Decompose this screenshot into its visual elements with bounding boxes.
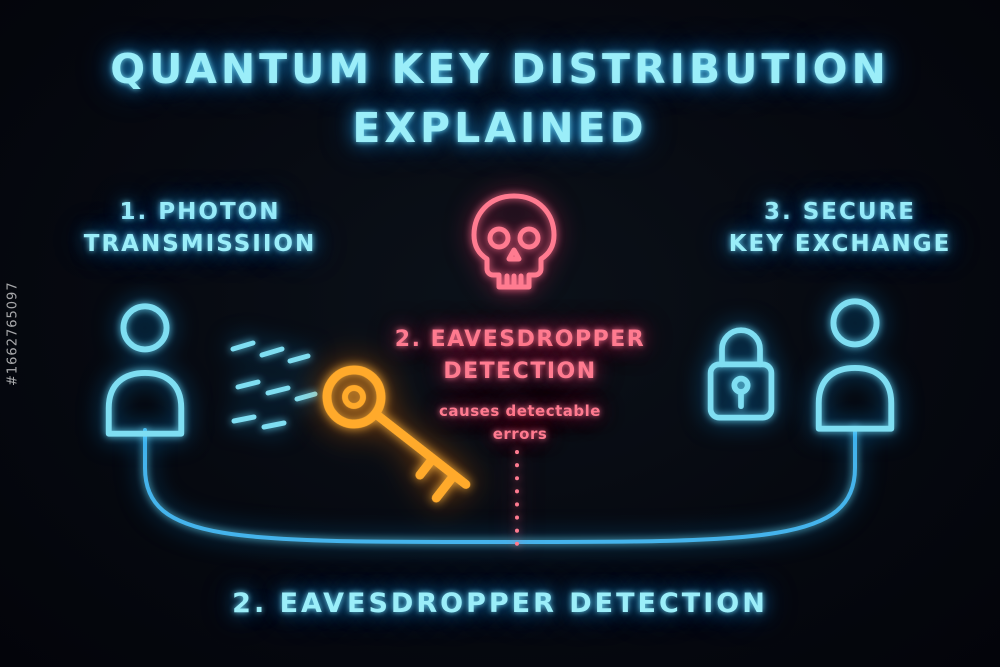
person-icon bbox=[815, 298, 895, 432]
step1-line-2: TRANSMISSIION bbox=[83, 231, 317, 258]
step2-label: 2. EAVESDROPPER DETECTION bbox=[380, 324, 660, 388]
title-line-1: QUANTUM KEY DISTRIBUTION bbox=[110, 45, 890, 93]
channel-curve bbox=[143, 426, 857, 544]
page-title: QUANTUM KEY DISTRIBUTION EXPLAINED bbox=[0, 40, 1000, 159]
step3-line-2: KEY EXCHANGE bbox=[728, 231, 952, 258]
skull-icon bbox=[471, 193, 557, 290]
person-icon bbox=[105, 303, 185, 437]
title-line-2: EXPLAINED bbox=[352, 104, 648, 153]
step2-line-1: 2. EAVESDROPPER bbox=[394, 327, 646, 352]
step3-label: 3. SECURE KEY EXCHANGE bbox=[700, 196, 980, 260]
step1-label: 1. PHOTON TRANSMISSIION bbox=[60, 196, 340, 260]
step1-line-1: 1. PHOTON bbox=[119, 199, 281, 225]
key-icon bbox=[322, 365, 471, 503]
step2-note-line-1: causes detectable bbox=[439, 402, 601, 420]
step3-line-1: 3. SECURE bbox=[763, 199, 916, 225]
padlock-icon bbox=[707, 327, 775, 421]
step2-line-2: DETECTION bbox=[443, 358, 597, 384]
bottom-label: 2. EAVESDROPPER DETECTION bbox=[232, 588, 768, 619]
